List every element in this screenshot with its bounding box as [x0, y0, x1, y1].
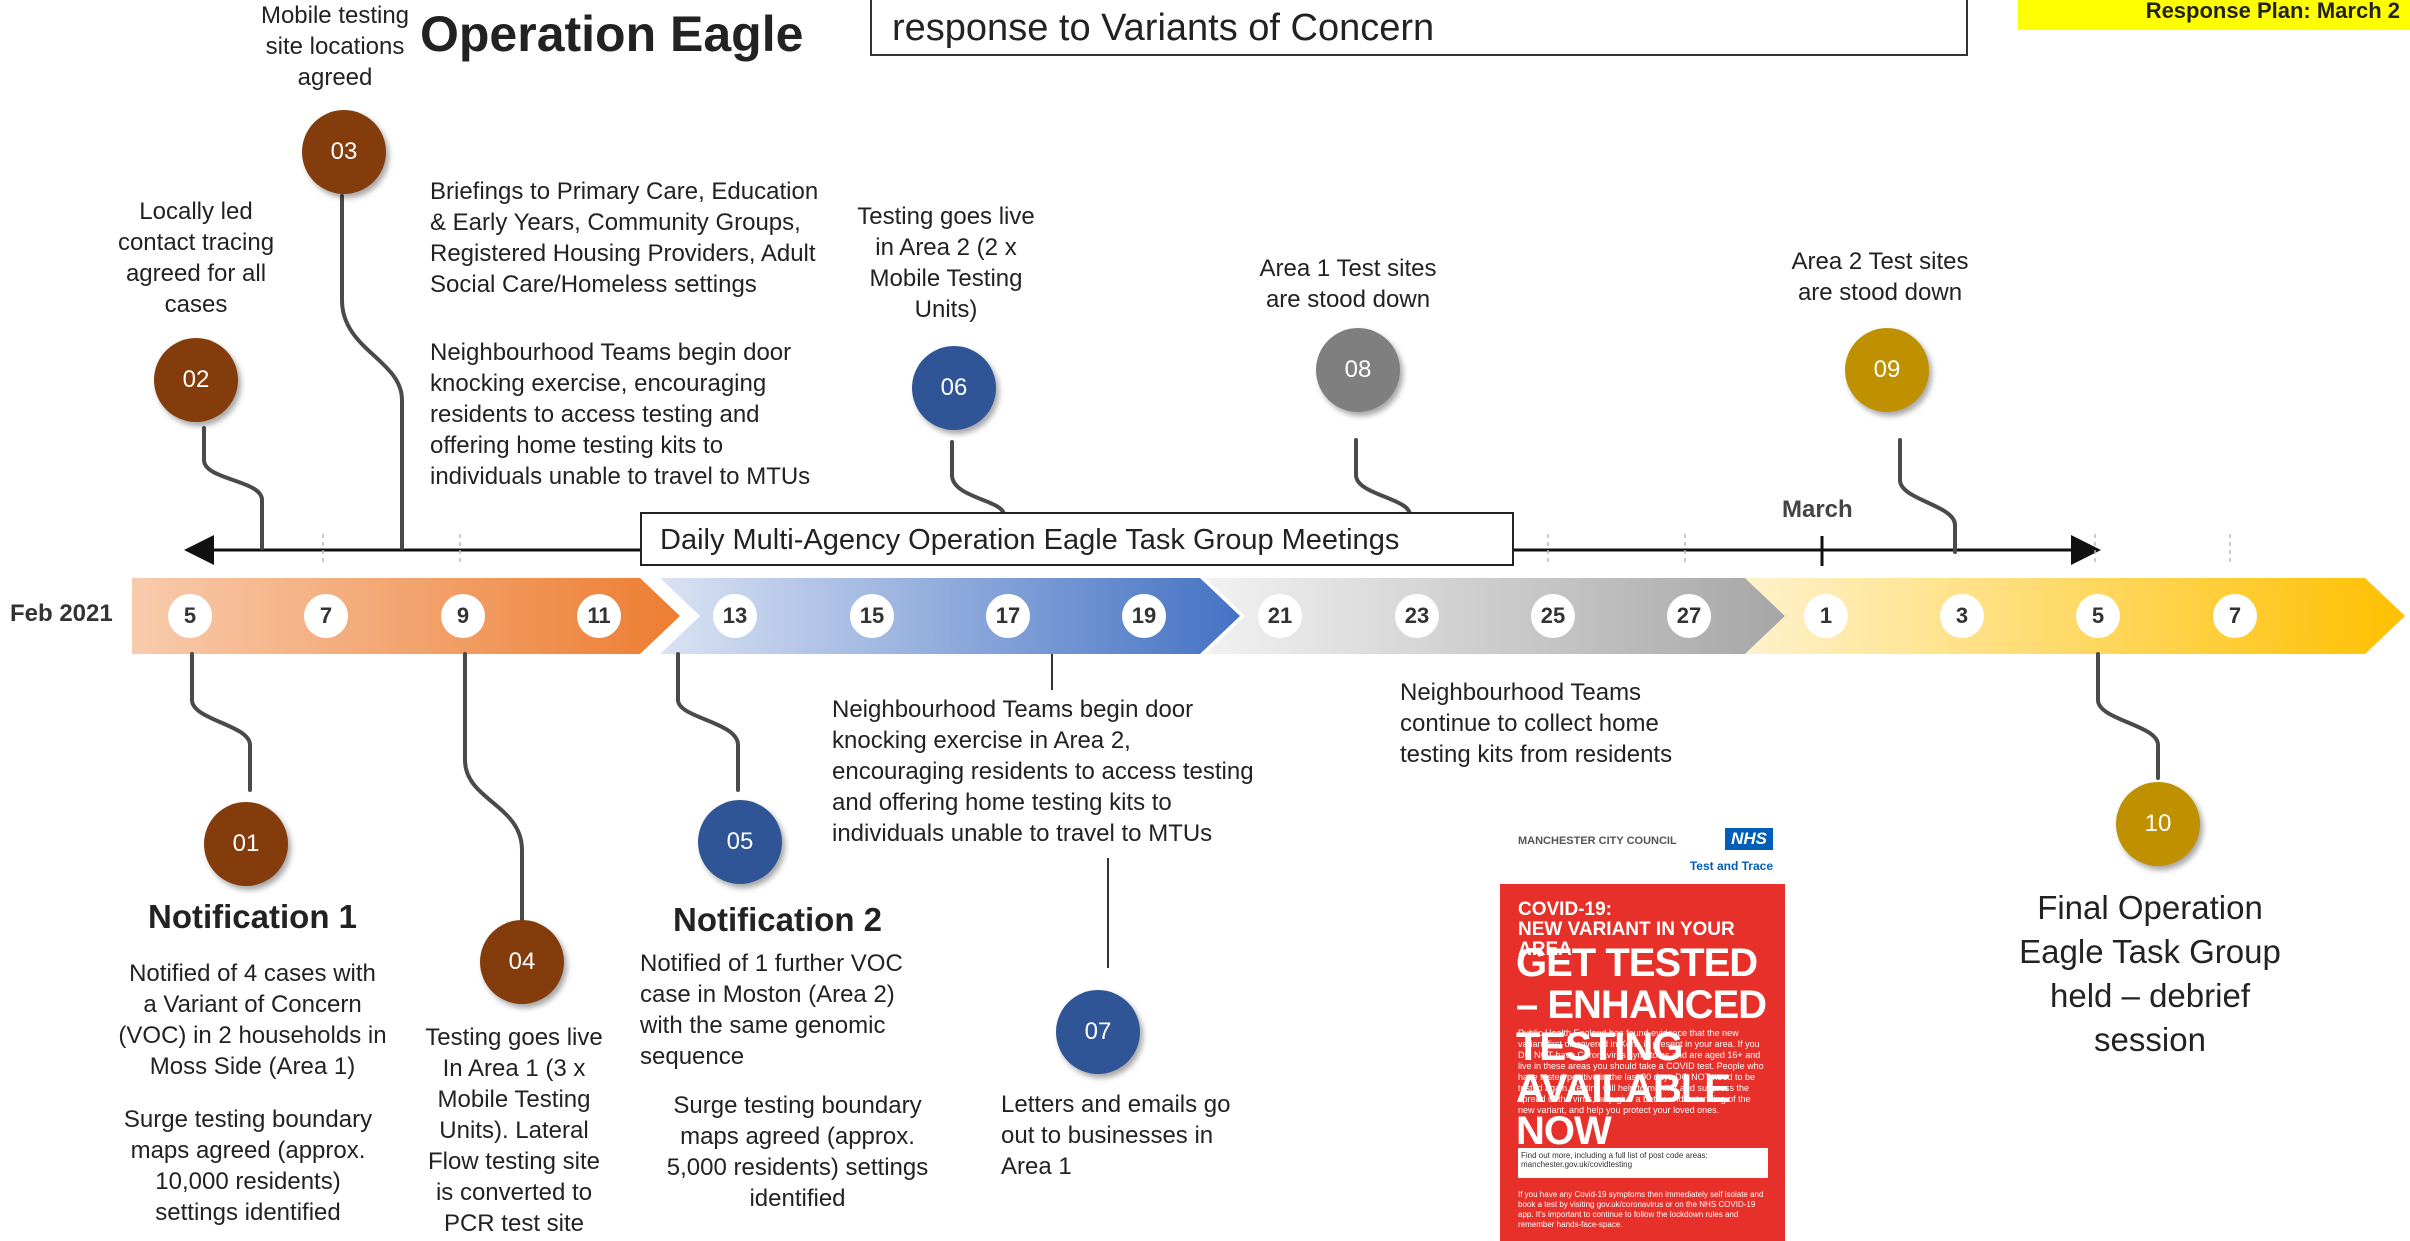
response-plan-banner: Response Plan: March 2 — [2018, 0, 2410, 30]
band-orange — [132, 578, 680, 654]
surge-testing-area2-text: Surge testing boundary maps agreed (appr… — [666, 1092, 929, 1212]
briefings-text: Briefings to Primary Care, Education & E… — [430, 178, 819, 298]
date-marker: 5 — [2076, 594, 2120, 638]
date-marker: 1 — [1804, 594, 1848, 638]
council-logo: MANCHESTER CITY COUNCIL — [1518, 835, 1677, 847]
nhs-logo: NHS — [1725, 828, 1773, 850]
connector-05 — [676, 652, 740, 792]
connector-10 — [2096, 652, 2160, 780]
door-knock-area1-text: Neighbourhood Teams begin door knocking … — [430, 339, 811, 490]
milestone-02: 02 — [154, 338, 238, 422]
collect-kits-text: Neighbourhood Teams continue to collect … — [1400, 679, 1673, 768]
connector-09 — [1898, 438, 1957, 554]
meeting-box-label: Daily Multi-Agency Operation Eagle Task … — [660, 524, 1400, 556]
date-marker: 5 — [168, 594, 212, 638]
notification-1-body: Notified of 4 cases with a Variant of Co… — [118, 960, 387, 1080]
date-marker: 13 — [713, 594, 757, 638]
milestone-03: 03 — [302, 110, 386, 194]
date-marker: 7 — [2213, 594, 2257, 638]
connector-04 — [463, 652, 524, 922]
milestone-08: 08 — [1316, 328, 1400, 412]
axis-label: Feb 2021 — [10, 600, 113, 627]
month-marker: March — [1782, 496, 1853, 523]
connector-06 — [950, 440, 1006, 517]
testing-area1-text: Testing goes live In Area 1 (3 x Mobile … — [425, 1024, 603, 1237]
milestone-10: 10 — [2116, 782, 2200, 866]
date-marker: 7 — [304, 594, 348, 638]
mobile-sites-text: Mobile testing site locations agreed — [260, 2, 410, 91]
milestone-04: 04 — [480, 920, 564, 1004]
letters-emails-text: Letters and emails go out to businesses … — [1001, 1091, 1231, 1180]
date-marker: 21 — [1258, 594, 1302, 638]
local-tracing-text: Locally led contact tracing agreed for a… — [117, 198, 275, 318]
poster-headline: COVID-19: NEW VARIANT IN YOUR AREA — [1518, 899, 1735, 960]
connector-03 — [340, 194, 404, 550]
milestone-07: 07 — [1056, 990, 1140, 1074]
poster-cta: GET TESTED – ENHANCED TESTING AVAILABLE … — [1516, 941, 1767, 1153]
poster-body: Public Health England has found evidence… — [1518, 1028, 1764, 1115]
poster-footer: If you have any Covid-19 symptoms then i… — [1518, 1190, 1764, 1229]
date-marker: 17 — [986, 594, 1030, 638]
notification-2-heading: Notification 2 — [673, 901, 883, 938]
date-marker: 11 — [577, 594, 621, 638]
meeting-box: Daily Multi-Agency Operation Eagle Task … — [640, 512, 1514, 566]
date-marker: 25 — [1531, 594, 1575, 638]
date-marker: 9 — [441, 594, 485, 638]
covid-variant-poster: MANCHESTER CITY COUNCIL NHS Test and Tra… — [1500, 818, 1785, 1241]
area1-stood-down-text: Area 1 Test sites are stood down — [1259, 255, 1437, 313]
milestone-05: 05 — [698, 800, 782, 884]
response-plan-label: Response Plan: March 2 — [2145, 0, 2400, 23]
date-marker: 3 — [1940, 594, 1984, 638]
poster-find-out: Find out more, including a full list of … — [1518, 1148, 1768, 1178]
notification-2-body: Notified of 1 further VOC case in Moston… — [640, 950, 903, 1070]
date-marker: 23 — [1395, 594, 1439, 638]
testing-area2-text: Testing goes live in Area 2 (2 x Mobile … — [857, 203, 1035, 323]
milestone-09: 09 — [1845, 328, 1929, 412]
connector-08 — [1354, 438, 1412, 517]
date-marker: 15 — [850, 594, 894, 638]
area2-stood-down-text: Area 2 Test sites are stood down — [1791, 248, 1969, 306]
final-meeting-text: Final Operation Eagle Task Group held – … — [2019, 889, 2281, 1058]
subtitle-text: response to Variants of Concern — [892, 7, 1435, 49]
band-blue — [660, 578, 1240, 654]
surge-testing-area1-text: Surge testing boundary maps agreed (appr… — [123, 1106, 373, 1226]
door-knock-area2-text: Neighbourhood Teams begin door knocking … — [832, 696, 1254, 847]
page-title: Operation Eagle — [420, 6, 804, 62]
connector-01 — [190, 652, 252, 792]
milestone-06: 06 — [912, 346, 996, 430]
subtitle-box: response to Variants of Concern — [870, 0, 1968, 56]
band-grey — [1205, 578, 1785, 654]
notification-1-heading: Notification 1 — [148, 898, 358, 935]
date-marker: 27 — [1667, 594, 1711, 638]
milestone-01: 01 — [204, 802, 288, 886]
connector-02 — [202, 426, 264, 550]
date-marker: 19 — [1122, 594, 1166, 638]
test-trace-label: Test and Trace — [1689, 859, 1773, 873]
